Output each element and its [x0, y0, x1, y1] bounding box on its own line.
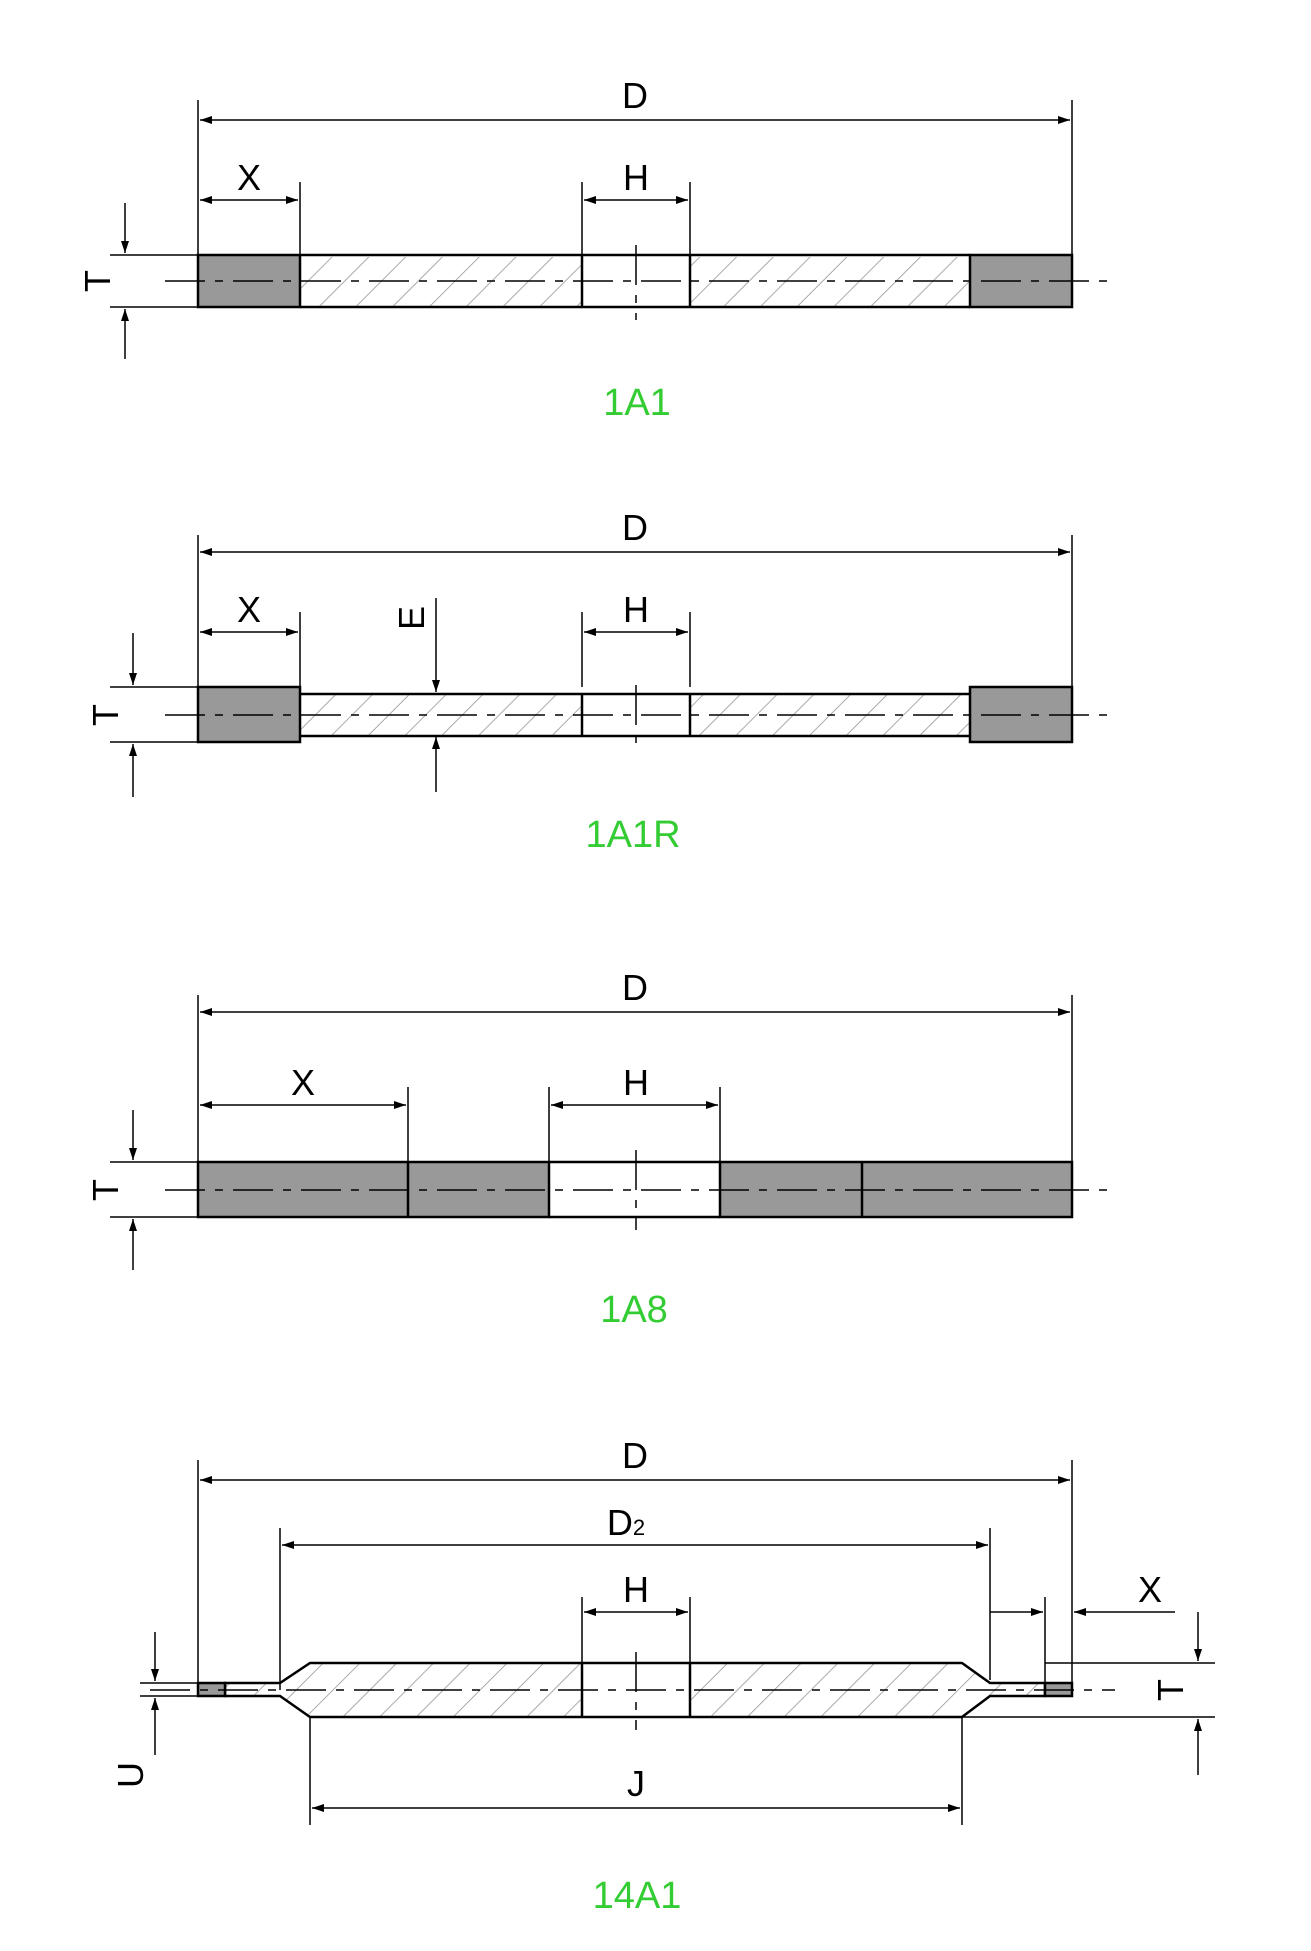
label-x: X — [237, 589, 261, 630]
label-t: T — [77, 270, 118, 292]
label-d2-main: D — [607, 1502, 633, 1543]
section-14a1: D D2 H X T U J 14A1 — [110, 1435, 1215, 1917]
label-h: H — [623, 157, 649, 198]
label-t: T — [85, 704, 126, 726]
profile-caption: 1A8 — [600, 1289, 668, 1331]
label-d: D — [622, 1435, 648, 1476]
label-e: E — [391, 606, 432, 630]
label-x: X — [237, 157, 261, 198]
label-x: X — [291, 1062, 315, 1103]
label-d: D — [622, 507, 648, 548]
section-1a8: D X H T 1A8 — [85, 967, 1115, 1331]
profile-caption: 1A1R — [585, 814, 680, 856]
label-u: U — [110, 1762, 151, 1788]
section-1a1r: D X H E T 1A1R — [85, 507, 1115, 856]
label-d2-subscript: 2 — [633, 1515, 645, 1540]
section-1a1: D X H T 1A1 — [77, 75, 1115, 424]
label-h: H — [623, 1062, 649, 1103]
label-h: H — [623, 1569, 649, 1610]
label-t: T — [1150, 1679, 1191, 1701]
label-x: X — [1138, 1569, 1162, 1610]
profile-caption: 1A1 — [603, 382, 671, 424]
profile-caption: 14A1 — [593, 1875, 682, 1917]
label-d: D — [622, 75, 648, 116]
label-t: T — [85, 1179, 126, 1201]
label-d: D — [622, 967, 648, 1008]
label-d2: D2 — [607, 1502, 645, 1543]
label-h: H — [623, 589, 649, 630]
label-j: J — [627, 1763, 645, 1804]
